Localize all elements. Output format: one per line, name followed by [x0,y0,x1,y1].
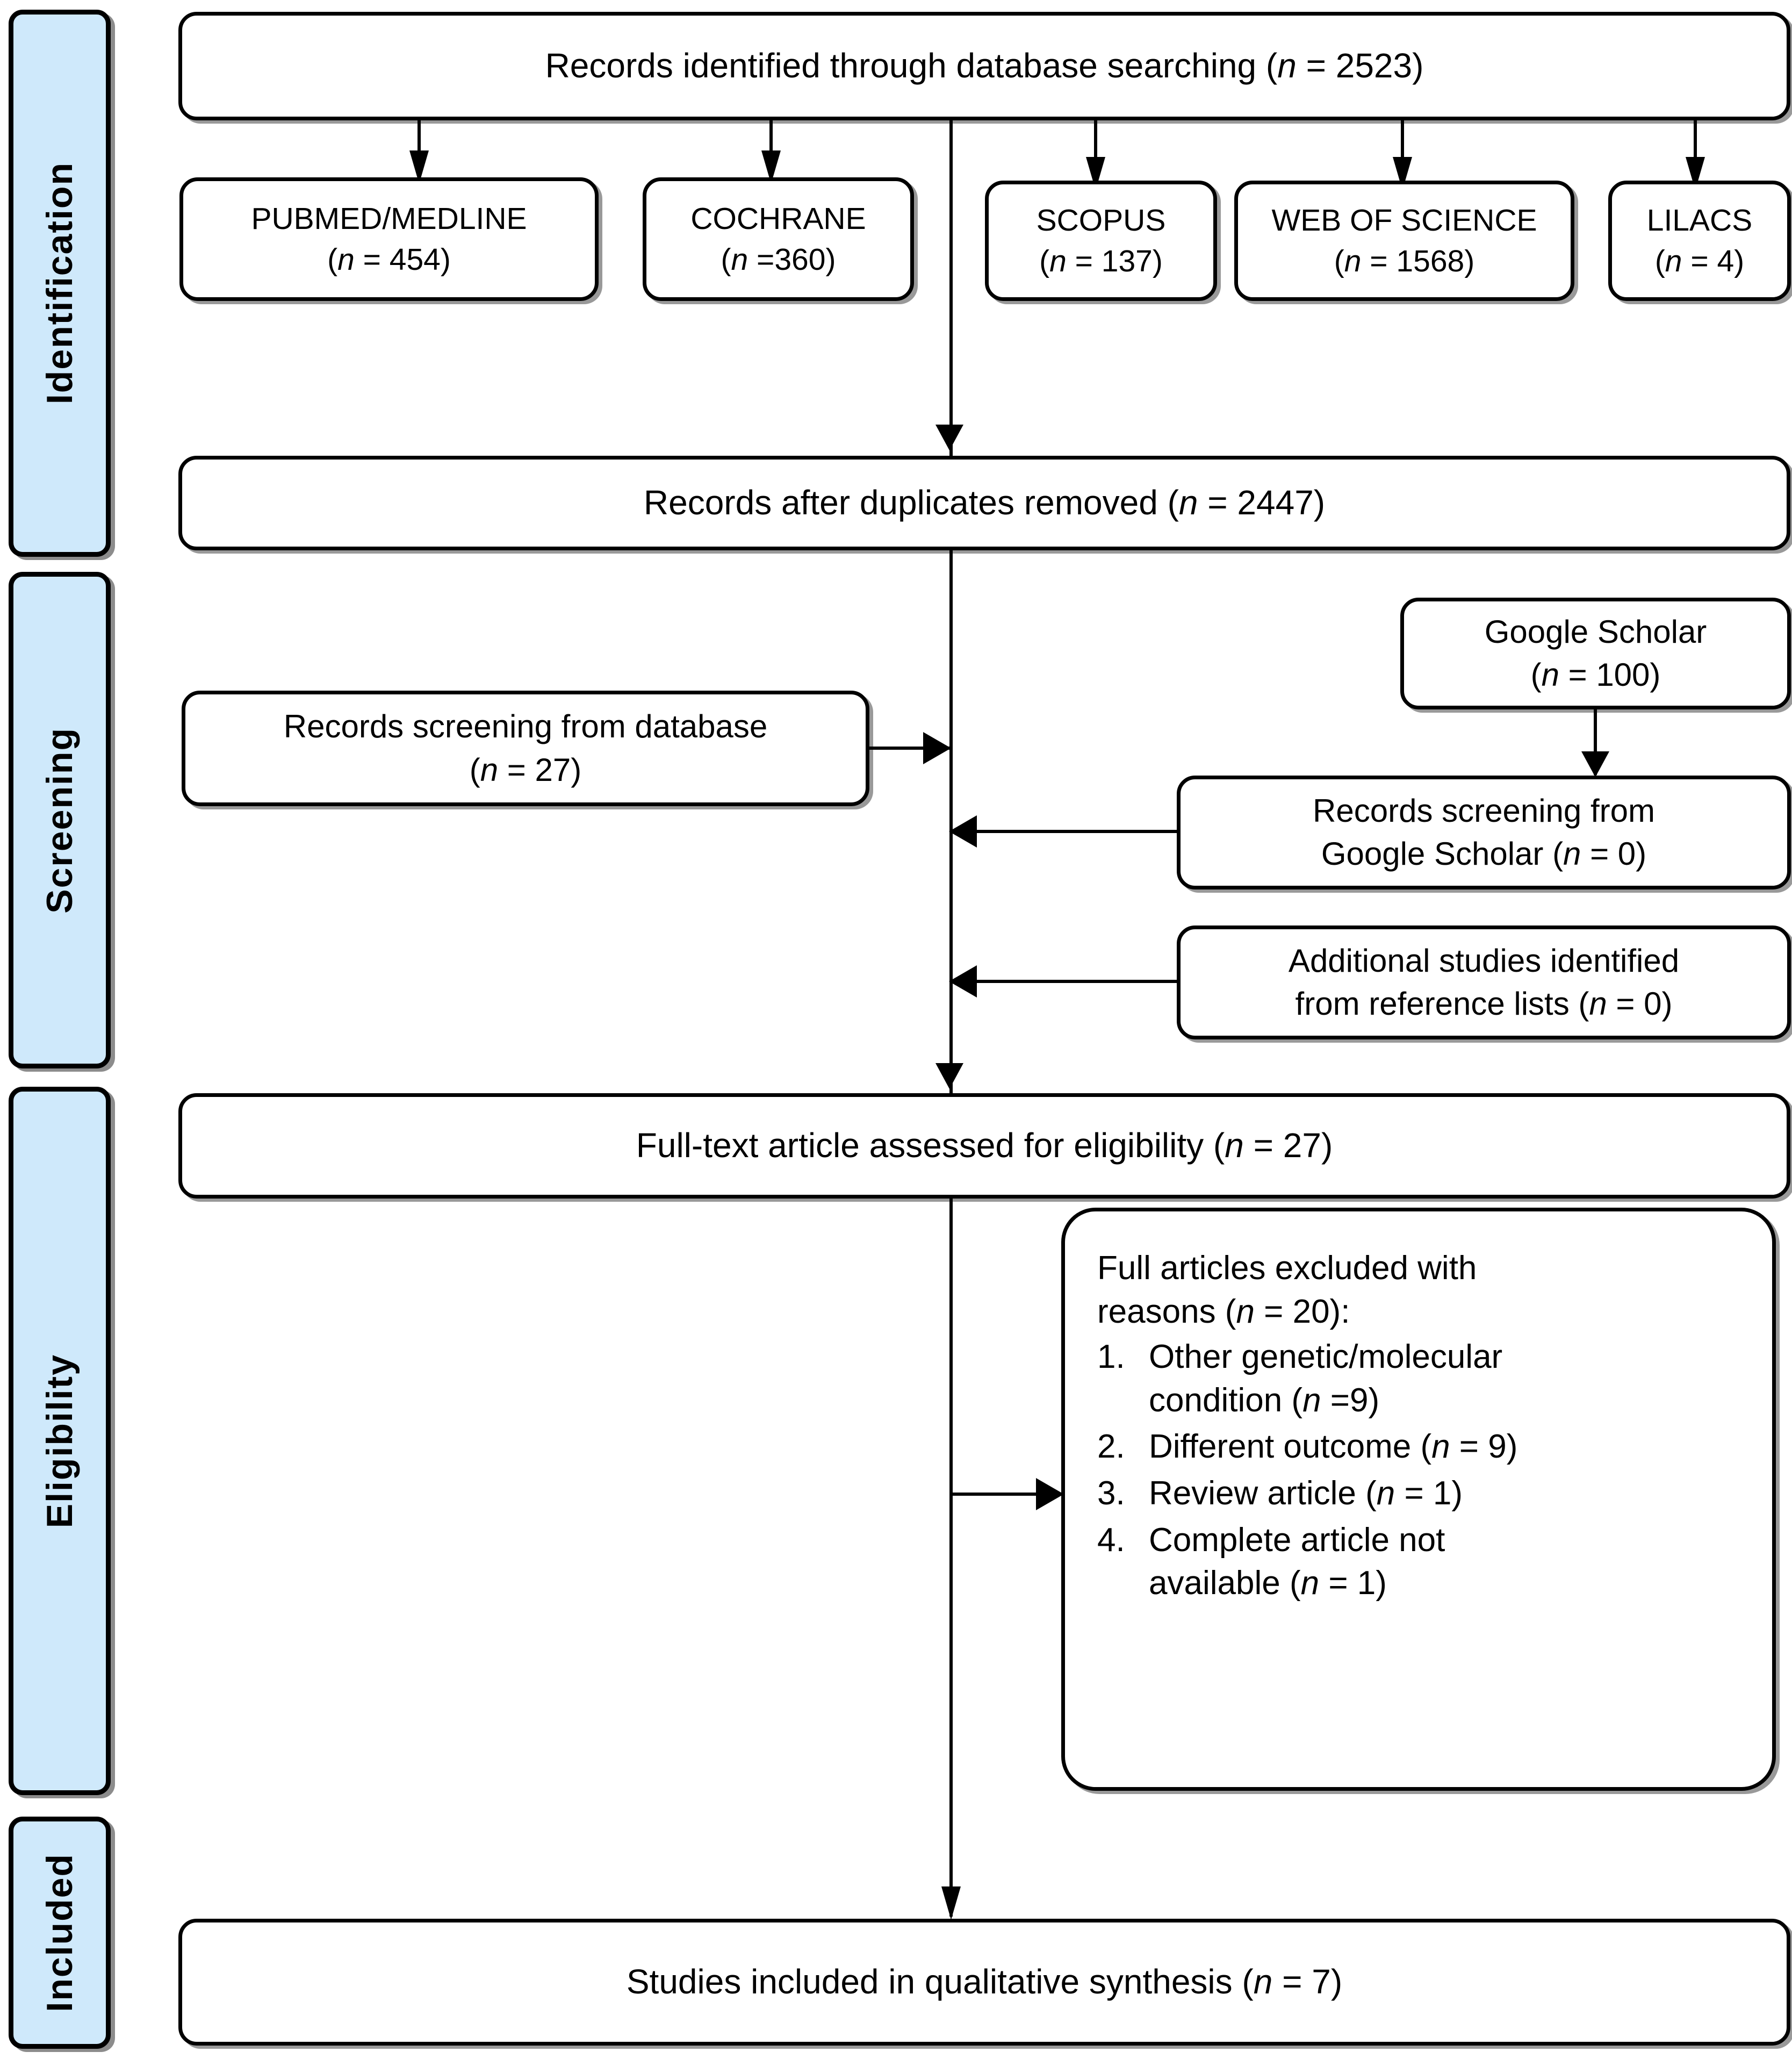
box-records-screening-from-database: Records screening from database (n = 27) [182,691,869,806]
box-studies-included-qualitative-synthesis: Studies included in qualitative synthesi… [178,1919,1790,2046]
exclusion-reason-item: 3. Review article (n = 1) [1097,1474,1463,1512]
box-records-after-duplicates-removed: Records after duplicates removed (n = 24… [178,456,1790,550]
box-records-screening-from-google-scholar-text: Records screening from Google Scholar (n… [1313,792,1655,872]
box-records-screening-from-database-text: Records screening from database (n = 27) [283,708,768,788]
box-records-after-duplicates-removed-text: Records after duplicates removed (n = 24… [643,483,1326,522]
stage-panel-included: Included [9,1817,111,2049]
branch-line-web-of-science [1401,119,1404,173]
box-database-web-of-science-text: WEB OF SCIENCE (n = 1568) [1271,203,1537,278]
arrow-to-fulltext-box [935,1063,963,1089]
box-database-scopus: SCOPUS (n = 137) [985,181,1217,301]
box-full-articles-excluded-text: Full articles excluded with reasons (n =… [1097,1247,1517,1609]
box-additional-studies-reference-lists: Additional studies identified from refer… [1177,926,1791,1039]
arrow-google-scholar-screening-to-spine [949,815,977,848]
spine-identification-to-duplicates [949,119,953,458]
stage-label-eligibility: Eligibility [39,1353,80,1529]
exclusion-heading: Full articles excluded with reasons (n =… [1097,1250,1477,1330]
box-google-scholar-source-text: Google Scholar (n = 100) [1484,613,1707,693]
box-database-cochrane-text: COCHRANE (n =360) [690,201,866,277]
box-fulltext-assessed-for-eligibility-text: Full-text article assessed for eligibili… [636,1126,1333,1165]
box-database-lilacs-text: LILACS (n = 4) [1646,203,1753,278]
box-google-scholar-source: Google Scholar (n = 100) [1400,598,1791,709]
box-fulltext-assessed-for-eligibility: Full-text article assessed for eligibili… [178,1093,1790,1199]
branch-line-scopus [1094,119,1097,173]
arrow-fulltext-to-exclusions [1036,1478,1064,1510]
arrow-additional-studies-to-spine [949,965,977,998]
box-additional-studies-reference-lists-text: Additional studies identified from refer… [1288,942,1680,1022]
branch-line-lilacs [1694,119,1697,173]
stage-panel-identification: Identification [9,10,111,557]
box-database-pubmed-medline-text: PUBMED/MEDLINE (n = 454) [251,201,527,277]
connector-additional-studies-to-spine [967,980,1178,983]
stage-label-screening: Screening [39,727,80,914]
connector-fulltext-to-exclusions [951,1493,1038,1496]
branch-line-cochrane [769,119,773,167]
stage-label-identification: Identification [39,162,80,405]
box-records-identified-text: Records identified through database sear… [545,46,1424,85]
box-studies-included-qualitative-synthesis-text: Studies included in qualitative synthesi… [626,1962,1343,2001]
branch-line-pubmed [418,119,421,167]
exclusion-reason-list: 1. Other genetic/molecular condition (n … [1097,1336,1517,1605]
arrow-to-included-box [941,1886,961,1920]
spine-fulltext-to-included [949,1199,953,1917]
box-database-web-of-science: WEB OF SCIENCE (n = 1568) [1234,181,1574,301]
box-records-identified: Records identified through database sear… [178,12,1790,120]
box-database-pubmed-medline: PUBMED/MEDLINE (n = 454) [179,177,599,301]
stage-panel-eligibility: Eligibility [9,1087,111,1795]
exclusion-reason-item: 1. Other genetic/molecular condition (n … [1097,1338,1503,1419]
exclusion-reason-item: 4. Complete article not available (n = 1… [1097,1521,1445,1602]
stage-panel-screening: Screening [9,572,111,1068]
box-records-screening-from-google-scholar: Records screening from Google Scholar (n… [1177,776,1791,889]
box-database-lilacs: LILACS (n = 4) [1608,181,1791,301]
arrow-database-screening-to-spine [923,732,951,764]
box-database-cochrane: COCHRANE (n =360) [643,177,914,301]
connector-database-screening-to-spine [869,747,951,750]
stage-label-included: Included [39,1853,80,2012]
arrow-to-duplicates-box [935,425,963,450]
exclusion-reason-item: 2. Different outcome (n = 9) [1097,1428,1518,1466]
connector-google-scholar-source-down [1594,709,1597,775]
box-database-scopus-text: SCOPUS (n = 137) [1036,203,1166,278]
box-full-articles-excluded: Full articles excluded with reasons (n =… [1061,1208,1776,1791]
connector-google-scholar-screening-to-spine [967,830,1178,833]
arrow-google-scholar-source-down [1581,751,1609,777]
